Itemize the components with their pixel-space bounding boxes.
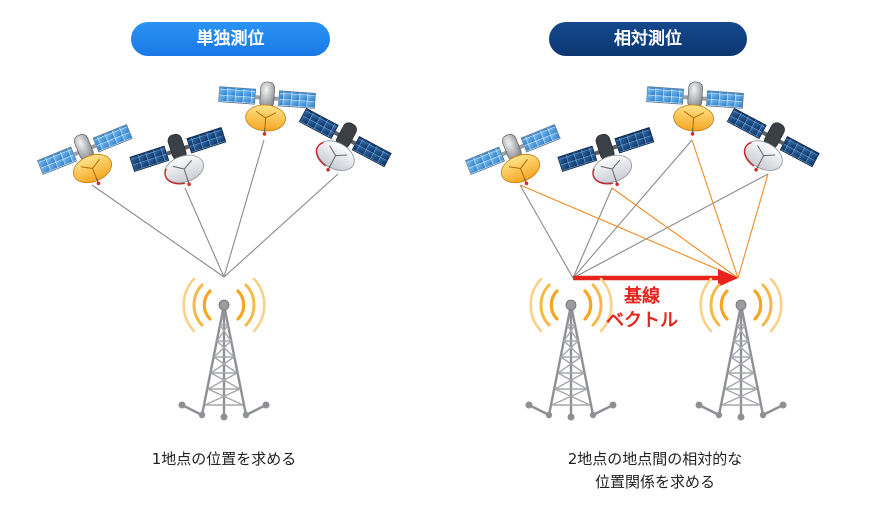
satellite-icon: [554, 119, 665, 202]
satellite-icon: [34, 116, 145, 204]
relative-caption-line1: 2地点の地点間の相対的な: [567, 450, 743, 468]
relative-positioning-title: 相対測位: [549, 22, 747, 56]
single-positioning-caption: 1地点の位置を求める: [151, 450, 297, 468]
satellite-icon: [126, 119, 237, 202]
right-signal-lines-gray: [519, 139, 769, 279]
relative-caption-line2: 位置関係を求める: [594, 473, 715, 491]
left-signal-lines: [91, 139, 339, 278]
baseline-label-line2: ベクトル: [606, 310, 678, 331]
antenna-tower-icon: [177, 298, 271, 422]
single-positioning-title: 単独測位: [131, 22, 330, 56]
relative-positioning-caption: 2地点の地点間の相対的な 位置関係を求める: [545, 448, 765, 494]
baseline-vector-label: 基線 ベクトル: [598, 285, 686, 333]
satellite-icon: [462, 116, 573, 204]
right-signal-lines-orange: [519, 139, 769, 279]
satellite-icon: [643, 78, 745, 140]
antenna-tower-icon: [694, 298, 788, 422]
satellite-icon: [712, 100, 824, 195]
satellite-icon: [215, 78, 317, 140]
satellite-icon: [284, 100, 396, 195]
baseline-label-line1: 基線: [624, 286, 660, 307]
baseline-vector-arrow: [573, 269, 738, 287]
